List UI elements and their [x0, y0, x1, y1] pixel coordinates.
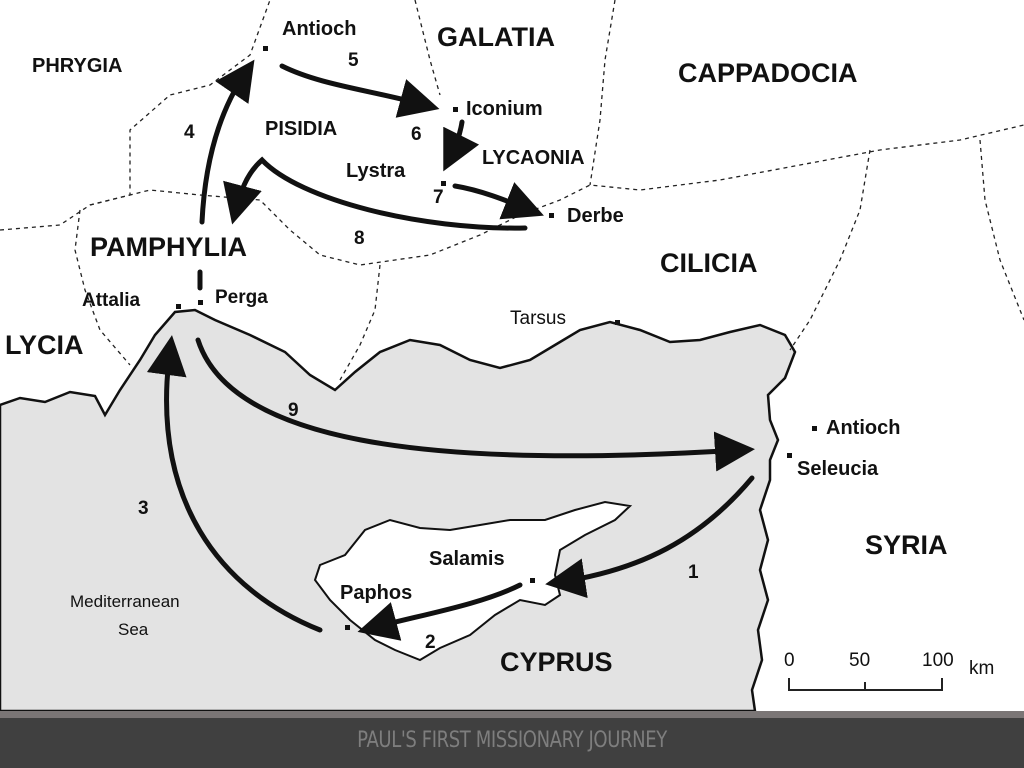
route-label-2: 2 [425, 632, 436, 653]
route-label-5: 5 [348, 50, 359, 71]
sea-label-line1: Mediterranean [70, 592, 180, 611]
region-pisidia: PISIDIA [265, 118, 338, 140]
footer-strip [0, 711, 1024, 718]
route-1 [545, 475, 755, 599]
route-3 [146, 335, 323, 633]
scale-tick-50: 50 [849, 650, 871, 671]
city-attalia: Attalia [82, 290, 141, 311]
map-title: PAUL'S FIRST MISSIONARY JOURNEY [357, 728, 667, 753]
region-lycia: LYCIA [5, 330, 84, 360]
route-5 [279, 63, 440, 118]
region-phrygia: PHRYGIA [32, 55, 123, 77]
map [0, 0, 1024, 711]
scale-tick-100: 100 [922, 650, 954, 671]
city-derbe: Derbe [567, 205, 624, 227]
city-antioch-pisidia: Antioch [282, 18, 357, 40]
city-markers [176, 46, 817, 630]
city-perga: Perga [215, 287, 268, 308]
route-8 [223, 156, 528, 231]
route-4 [199, 59, 255, 225]
city-iconium: Iconium [466, 98, 543, 120]
city-tarsus: Tarsus [510, 308, 566, 329]
route-7 [452, 182, 544, 220]
route-label-7: 7 [433, 187, 444, 208]
region-lycaonia: LYCAONIA [482, 147, 585, 169]
route-label-4: 4 [184, 122, 195, 143]
city-paphos: Paphos [340, 582, 413, 604]
region-cappadocia: CAPPADOCIA [678, 58, 858, 88]
route-label-8: 8 [354, 228, 365, 249]
scale-unit: km [969, 658, 995, 679]
footer: PAUL'S FIRST MISSIONARY JOURNEY [0, 718, 1024, 768]
sea [0, 308, 797, 711]
city-seleucia: Seleucia [797, 458, 879, 480]
region-cilicia: CILICIA [660, 248, 758, 278]
sea-label-line2: Sea [118, 620, 149, 639]
region-cyprus: CYPRUS [500, 647, 613, 677]
route-label-9: 9 [288, 400, 299, 421]
scale-bar [788, 678, 943, 691]
region-syria: SYRIA [865, 530, 948, 560]
route-9 [195, 337, 755, 472]
city-lystra: Lystra [346, 160, 406, 182]
route-6 [443, 119, 480, 172]
route-arrows [146, 59, 755, 641]
city-antioch-syria: Antioch [826, 417, 901, 439]
scale-tick-0: 0 [784, 650, 795, 671]
route-label-1: 1 [688, 562, 699, 583]
route-label-6: 6 [411, 124, 422, 145]
route-2 [357, 582, 523, 641]
region-pamphylia: PAMPHYLIA [90, 232, 248, 262]
route-label-3: 3 [138, 498, 149, 519]
city-salamis: Salamis [429, 548, 505, 570]
region-galatia: GALATIA [437, 22, 555, 52]
